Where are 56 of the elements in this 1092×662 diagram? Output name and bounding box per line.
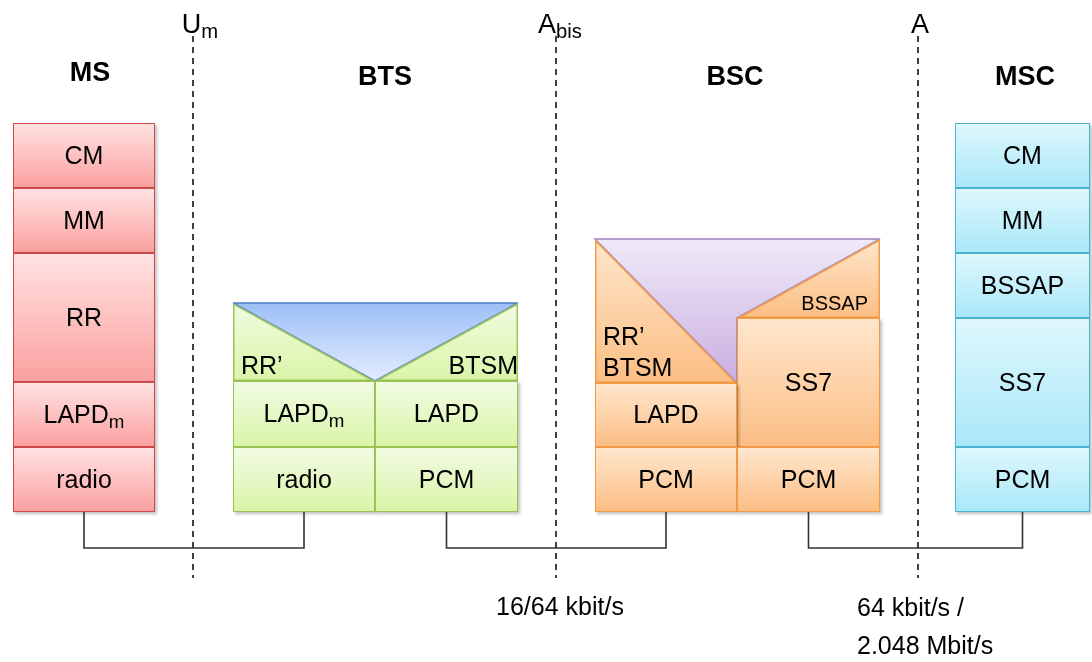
protocol-layer xyxy=(233,447,375,512)
layer-name: CM xyxy=(64,139,104,171)
protocol-layer xyxy=(233,303,375,381)
layer-name: BTSM xyxy=(448,349,518,381)
protocol-layer xyxy=(375,303,518,381)
layer-name: CM xyxy=(1003,139,1042,171)
protocol-layer xyxy=(595,383,737,447)
protocol-layer xyxy=(233,381,375,447)
layer-name: MM xyxy=(63,204,105,236)
layer-name: LAPD$_{m}$ xyxy=(43,398,125,431)
protocol-layer xyxy=(13,382,155,447)
layer-name: SS7 xyxy=(998,366,1047,398)
protocol-layer xyxy=(375,381,518,447)
protocol-layer xyxy=(375,447,518,512)
interface-label: U$_{m}$ xyxy=(180,8,220,45)
connection-line xyxy=(445,511,667,549)
protocol-layer xyxy=(737,239,880,318)
layer-name: RR’ BTSM xyxy=(603,320,674,383)
entity-heading: MS xyxy=(68,56,112,89)
layer-name: LAPD$_{m}$ xyxy=(263,398,345,430)
layer-name: BSSAP xyxy=(801,291,868,316)
protocol-layer xyxy=(955,123,1090,188)
interface-label: A$_{bis}$ xyxy=(537,8,583,45)
layer-name: PCM xyxy=(994,463,1051,495)
layer-name: radio xyxy=(56,463,112,495)
protocol-layer xyxy=(595,447,737,512)
layer-name: BSSAP xyxy=(980,269,1065,301)
layer-name: LAPD xyxy=(633,399,699,431)
interface-label: A xyxy=(910,8,930,41)
layer-name: PCM xyxy=(418,463,475,495)
protocol-layer xyxy=(13,447,155,512)
entity-heading: BSC xyxy=(705,60,765,93)
protocol-layer xyxy=(955,253,1090,318)
protocol-layer xyxy=(955,318,1090,447)
protocol-layer xyxy=(737,318,880,447)
layer-name: MM xyxy=(1001,204,1044,236)
protocol-layer xyxy=(13,123,155,188)
layer-name: SS7 xyxy=(784,366,833,398)
connection-line xyxy=(83,511,305,549)
layer-name: RR xyxy=(65,301,103,333)
bit-rate-label: 64 kbit/s / 2.048 Mbit/s xyxy=(857,592,995,661)
protocol-layer xyxy=(13,188,155,253)
protocol-layer xyxy=(595,239,737,383)
protocol-layer xyxy=(13,253,155,382)
layer-name: PCM xyxy=(780,463,837,495)
bit-rate-label: 16/64 kbit/s xyxy=(495,591,625,622)
layer-name: LAPD xyxy=(413,398,480,430)
connection-line xyxy=(807,511,1024,549)
layer-name: PCM xyxy=(638,463,694,495)
layer-name: RR’ xyxy=(241,349,283,381)
entity-heading: MSC xyxy=(994,60,1056,93)
protocol-layer xyxy=(955,188,1090,253)
protocol-layer xyxy=(737,447,880,512)
protocol-layer xyxy=(955,447,1090,512)
layer-name: radio xyxy=(276,463,332,495)
entity-heading: BTS xyxy=(357,60,413,93)
